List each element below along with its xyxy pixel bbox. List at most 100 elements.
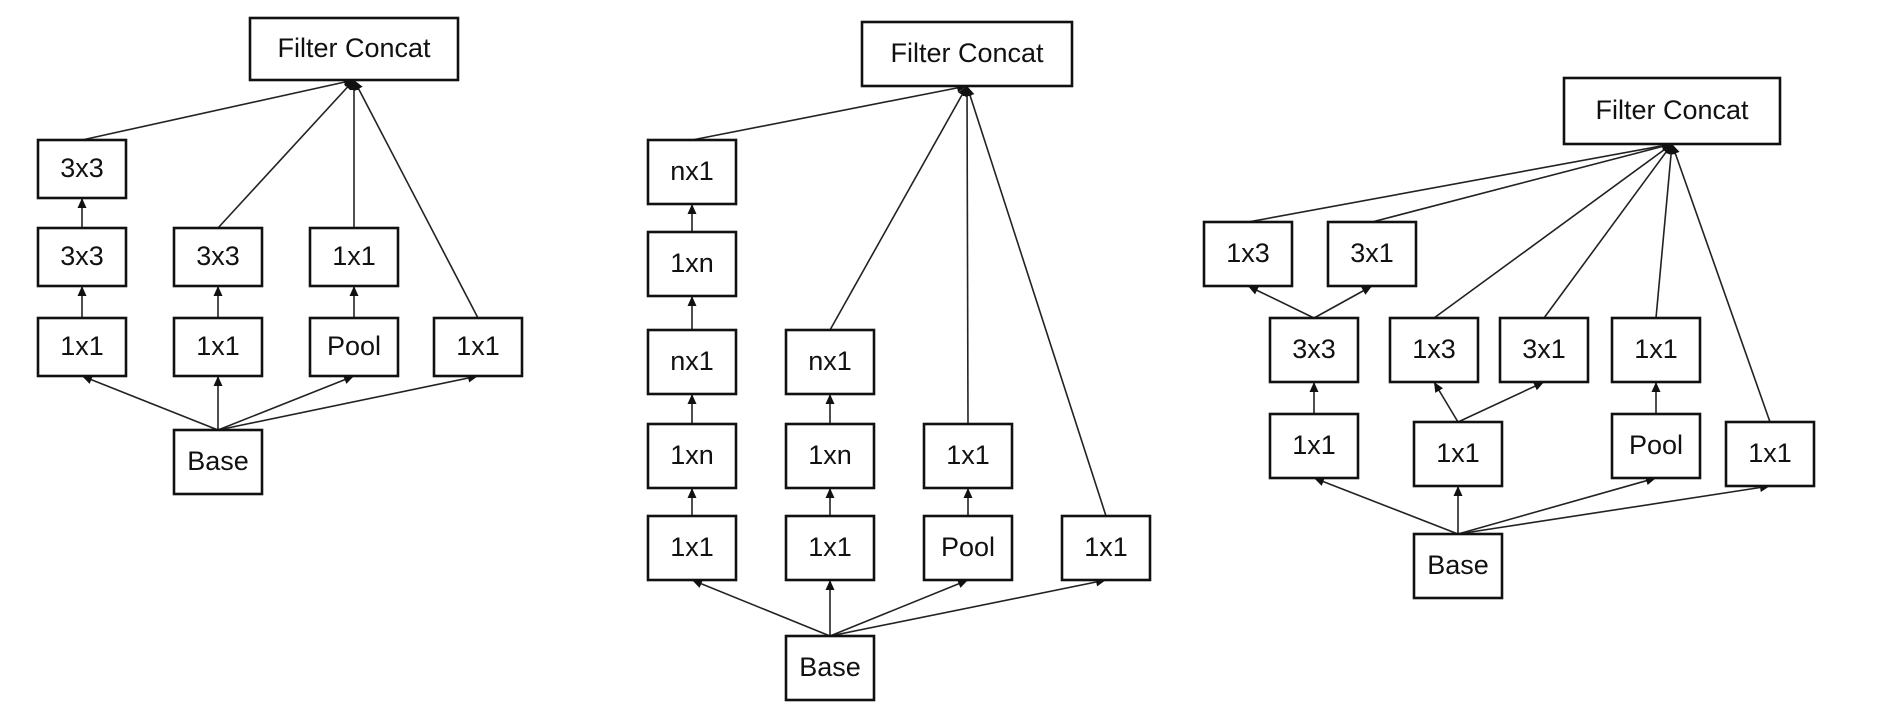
box-1x1: 1x1 (1412, 420, 1504, 488)
edge-1x1-to-filter-concat (349, 80, 359, 228)
box-label: 1x1 (1292, 430, 1336, 460)
edge-3x3-to-1x3 (1247, 285, 1315, 319)
box-3x1: 3x1 (1498, 316, 1590, 384)
box-label: 1x1 (196, 331, 240, 361)
edge-1x1-to-filter-concat (965, 85, 1107, 517)
box-label: 3x1 (1350, 238, 1394, 268)
box-1x1: 1x1 (432, 316, 524, 378)
box-1x3: 1x3 (1202, 220, 1294, 288)
edge-nx1-to-1xn (687, 296, 697, 330)
box-label: 1x1 (1748, 438, 1792, 468)
box-filter-concat: Filter Concat (860, 20, 1074, 88)
box-1x1: 1x1 (646, 514, 738, 582)
edge-1x1-to-filter-concat (1655, 143, 1676, 319)
box-pool: Pool (1610, 412, 1702, 480)
box-1x1: 1x1 (922, 422, 1014, 490)
box-label: 1x1 (670, 532, 714, 562)
box-label: 1x3 (1412, 334, 1456, 364)
box-label: nx1 (670, 156, 714, 186)
edge-1x1-to-1xn (687, 488, 697, 516)
edge-base-to-1x1 (691, 579, 831, 637)
edge-base-to-1x1 (1457, 483, 1771, 535)
edge-1xn-to-nx1 (687, 204, 697, 232)
edge-base-to-1x1 (829, 577, 1107, 637)
edge-3x3-to-filter-concat (217, 79, 355, 229)
box-1x1: 1x1 (1724, 420, 1816, 488)
box-1x3: 1x3 (1388, 316, 1480, 384)
box-filter-concat: Filter Concat (1562, 76, 1782, 146)
edge-1x3-to-filter-concat (1247, 141, 1673, 223)
box-label: 3x1 (1522, 334, 1566, 364)
box-label: 1x1 (1084, 532, 1128, 562)
edge-base-to-pool (829, 579, 969, 637)
edge-base-to-1x1 (213, 376, 223, 430)
edge-1x1-to-1xn (825, 488, 835, 516)
edge-1x1-to-filter-concat (353, 79, 479, 319)
box-label: 1xn (808, 440, 852, 470)
box-3x1: 3x1 (1326, 220, 1418, 288)
box-label: 1x1 (456, 331, 500, 361)
box-3x3: 3x3 (36, 138, 128, 200)
edge-1x1-to-3x3 (1309, 382, 1319, 414)
box-label: 1x3 (1226, 238, 1270, 268)
edge-3x1-to-filter-concat (1543, 143, 1673, 319)
box-1x1: 1x1 (1610, 316, 1702, 384)
edge-pool-to-1x1 (1651, 382, 1661, 414)
edge-3x1-to-filter-concat (1371, 142, 1673, 223)
edge-1x1-to-3x3 (213, 286, 223, 318)
box-1xn: 1xn (784, 422, 876, 490)
box-1x1: 1x1 (1060, 514, 1152, 582)
edge-1x1-to-1x3 (1433, 381, 1459, 423)
box-label: 3x3 (60, 241, 104, 271)
edge-1xn-to-nx1 (687, 394, 697, 424)
box-label: Filter Concat (890, 38, 1044, 68)
box-3x3: 3x3 (172, 226, 264, 288)
edge-base-to-1x1 (1453, 486, 1463, 534)
edge-3x3-to-3x1 (1313, 285, 1373, 319)
box-1x1: 1x1 (172, 316, 264, 378)
box-label: 1xn (670, 440, 714, 470)
box-base: Base (1412, 532, 1504, 600)
box-label: Base (187, 446, 249, 476)
box-label: Filter Concat (1595, 95, 1749, 125)
box-label: 1x1 (946, 440, 990, 470)
box-label: 3x3 (60, 153, 104, 183)
box-label: 1xn (670, 248, 714, 278)
box-pool: Pool (922, 514, 1014, 582)
box-1xn: 1xn (646, 230, 738, 298)
edge-base-to-1x1 (825, 580, 835, 636)
box-1x1: 1x1 (308, 226, 400, 288)
edge-3x3-to-3x3 (77, 198, 87, 228)
box-nx1: nx1 (784, 328, 876, 396)
box-label: Pool (1629, 430, 1683, 460)
box-label: nx1 (670, 346, 714, 376)
edge-pool-to-1x1 (349, 286, 359, 318)
box-base: Base (784, 634, 876, 702)
edge-3x3-to-filter-concat (81, 77, 355, 141)
box-nx1: nx1 (646, 328, 738, 396)
edge-1x3-to-filter-concat (1433, 143, 1673, 319)
box-filter-concat: Filter Concat (248, 16, 460, 82)
edge-base-to-1x1 (81, 375, 219, 431)
edge-1x1-to-filter-concat (1671, 143, 1771, 423)
edge-1x1-to-3x3 (77, 286, 87, 318)
edge-nx1-to-filter-concat (691, 83, 968, 141)
box-label: Filter Concat (277, 33, 431, 63)
box-label: 1x1 (60, 331, 104, 361)
box-3x3: 3x3 (1268, 316, 1360, 384)
edge-base-to-1x1 (1313, 477, 1459, 535)
edge-base-to-pool (217, 375, 355, 431)
edge-1xn-to-nx1 (825, 394, 835, 424)
box-1x1: 1x1 (1268, 412, 1360, 480)
edge-pool-to-1x1 (963, 488, 973, 516)
box-1x1: 1x1 (36, 316, 128, 378)
box-label: 3x3 (196, 241, 240, 271)
box-label: Pool (941, 532, 995, 562)
box-1x1: 1x1 (784, 514, 876, 582)
box-label: Pool (327, 331, 381, 361)
box-3x3: 3x3 (36, 226, 128, 288)
box-label: 1x1 (1436, 438, 1480, 468)
box-label: 1x1 (332, 241, 376, 271)
